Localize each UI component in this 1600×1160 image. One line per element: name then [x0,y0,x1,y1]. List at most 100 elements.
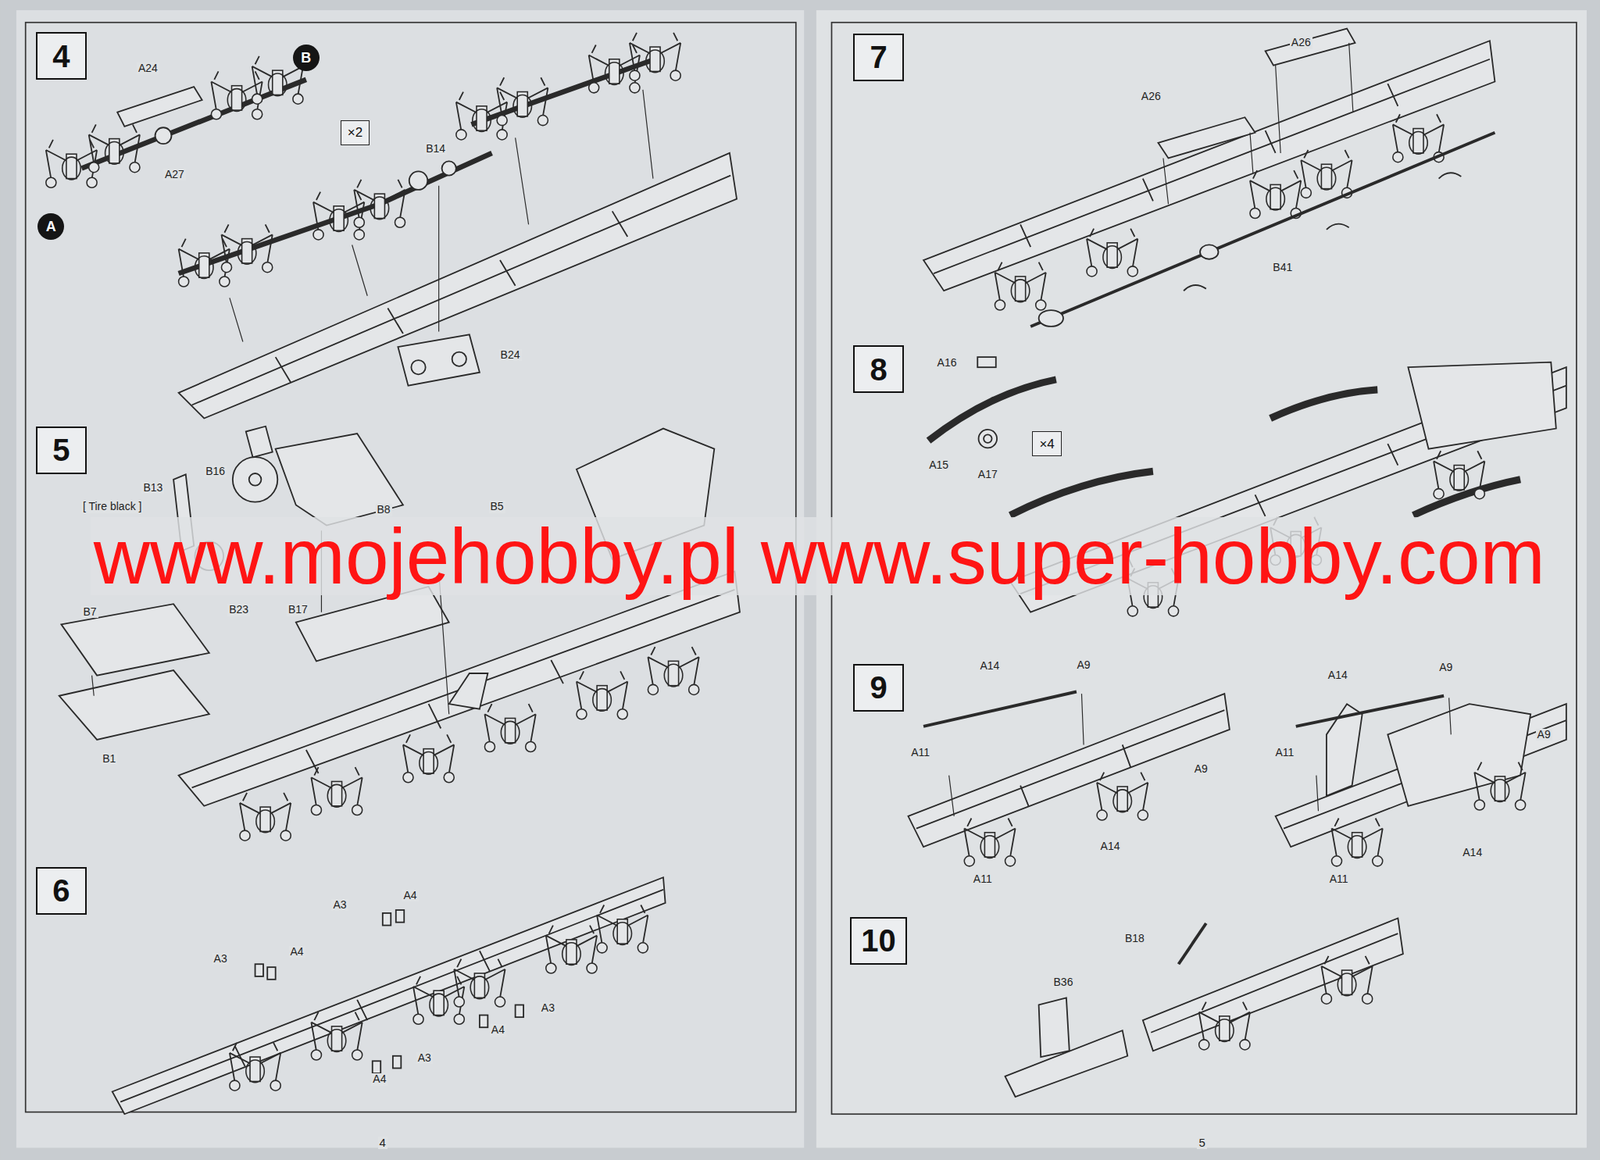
node-text: 6 [52,875,70,907]
step4-chassis-part [229,89,654,343]
step10-chassis-part [1321,956,1372,1004]
part-number: A9 [1192,763,1210,775]
step6-chassis-part [479,1015,488,1029]
part-number: A14 [1460,846,1484,859]
step5-chassis-part [310,767,362,815]
step4-chassis-part [46,139,97,188]
step5-chassis-part [59,670,210,740]
quantity-box: ×2 [340,120,370,146]
step9-chassis-part [1331,817,1383,866]
step-number: 9 [853,664,904,712]
part-number: B18 [1123,932,1147,945]
part-number: A4 [289,946,306,958]
step5-chassis-part [232,457,278,502]
part-number: A3 [212,953,229,965]
step4-chassis-part [629,32,681,81]
part-number: B16 [203,465,227,478]
part-number: A17 [976,468,1000,481]
step7-chassis-part [1030,132,1495,327]
node-text: 8 [869,353,887,386]
step6-chassis-part [596,904,648,953]
part-number: A14 [1326,669,1350,682]
part-number: A14 [978,660,1001,672]
part-number: A4 [371,1073,388,1086]
step10-chassis-part [1178,923,1207,965]
step10-chassis-part [1039,997,1070,1058]
subassembly-marker: A [37,213,65,240]
step4-chassis-part [89,124,140,172]
step6-chassis-part [372,1060,381,1074]
step8-chassis-part [1010,471,1154,515]
step10-chassis-part [1142,917,1404,1051]
part-number: A11 [1328,873,1350,886]
step9-chassis-part [907,693,1229,847]
step7-chassis-part [994,262,1046,311]
part-number: B13 [141,482,165,494]
part-number: B8 [375,503,393,516]
node-text: 10 [860,925,897,957]
step4-chassis-part [409,171,429,190]
part-number: [ Tire black ] [81,500,143,513]
step8-chassis-part [1433,450,1485,499]
step7-chassis-part [1039,310,1064,327]
step4-chassis-part [313,192,365,240]
step5-chassis-part [296,586,450,661]
step6-chassis-part [310,1012,362,1061]
step9-chassis-part [964,817,1015,866]
step5-chassis-part [249,473,262,486]
step9-chassis-part [949,693,1452,817]
step7-chassis [923,28,1495,327]
step4-chassis-part [117,86,202,127]
part-number: A26 [1289,36,1313,49]
step9-chassis-part [1474,762,1525,811]
step4-chassis-part [589,44,640,93]
step6-chassis-part [396,910,404,923]
step6-chassis-part [112,877,666,1115]
step7-chassis-part [1250,170,1301,218]
part-number: B36 [1052,976,1075,989]
step5-chassis-part [60,603,209,675]
part-number: A16 [935,357,959,369]
step-number: 10 [850,917,908,965]
step8-chassis-part [1407,362,1556,450]
page-number: 4 [378,1136,388,1150]
part-number: B23 [227,603,250,616]
step6-chassis-part [546,925,597,974]
step5-chassis-part [647,646,699,695]
quantity-box: ×4 [1032,431,1061,457]
part-number: A15 [927,459,950,472]
step5-chassis-part [275,433,404,526]
step4-chassis-part [496,77,548,125]
part-number: A11 [1273,746,1296,759]
step6-chassis-part [453,959,505,1008]
part-number: A3 [331,899,348,911]
step4-chassis-part [192,175,732,406]
step4-chassis-part [353,179,405,228]
part-number: A26 [1139,90,1163,103]
step7-chassis-part [923,40,1495,291]
step-number: 8 [853,345,904,393]
step5-chassis-part [576,671,628,719]
step5-chassis-part [239,792,291,841]
step7-chassis-part [1200,244,1219,259]
part-number: A24 [136,62,160,75]
step6-chassis [112,877,666,1115]
part-number: A3 [539,1002,557,1015]
part-number: A4 [401,889,418,902]
step6-chassis-part [267,967,275,980]
step8-chassis-part [1270,389,1378,419]
step8-chassis-part [983,434,992,443]
step9-chassis-part [916,710,1225,829]
step8-chassis-part [977,357,997,368]
subassembly-marker: B [292,44,320,72]
step5-chassis-part [403,734,454,783]
step5-chassis [59,426,740,841]
step4-chassis-part [178,239,230,287]
node-text: 4 [52,40,70,72]
step-number: 4 [35,32,87,80]
step7-chassis-part [1265,28,1356,66]
step7-chassis-part [933,59,1490,274]
step4-chassis-part [155,127,172,144]
